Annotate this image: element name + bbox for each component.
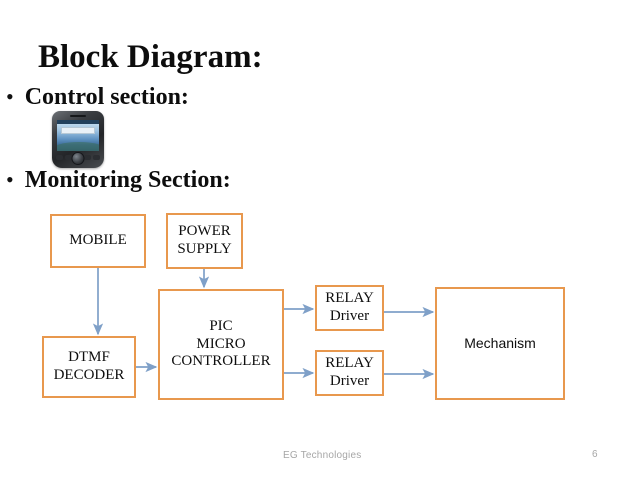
phone-wallpaper-hill (57, 142, 99, 151)
node-pic-line-1: MICRO (196, 335, 246, 352)
bullet-control-section-label: Control section: (24, 84, 189, 110)
node-relay-driver-1[interactable]: RELAY Driver (315, 285, 384, 331)
phone-trackball-icon (71, 152, 85, 165)
node-power-supply-line-1: SUPPLY (177, 241, 232, 257)
node-relay-1-line-0: RELAY (325, 290, 374, 307)
node-relay-driver-2[interactable]: RELAY Driver (315, 350, 384, 396)
node-dtmf-decoder[interactable]: DTMF DECODER (42, 336, 136, 398)
node-mechanism[interactable]: Mechanism (435, 287, 565, 400)
node-relay-2-line-0: RELAY (325, 355, 374, 372)
bullet-marker-icon: • (6, 84, 14, 109)
bullet-marker-icon: • (6, 167, 14, 192)
node-pic-microcontroller[interactable]: PIC MICRO CONTROLLER (158, 289, 284, 400)
phone-search-widget (61, 127, 95, 134)
node-power-supply-line-0: POWER (178, 223, 231, 240)
node-power-supply[interactable]: POWER SUPPLY (166, 213, 243, 269)
node-relay-1-line-1: Driver (329, 308, 370, 324)
phone-status-bar (57, 120, 99, 124)
node-relay-2-line-1: Driver (329, 373, 370, 389)
phone-screen (57, 120, 99, 151)
page-title: Block Diagram: (38, 39, 263, 75)
bullet-control-section: • Control section: (6, 84, 189, 110)
node-dtmf-line-0: DTMF (68, 349, 110, 366)
node-pic-line-0: PIC (209, 317, 233, 334)
mobile-phone-image (52, 111, 104, 168)
footer-label: EG Technologies (283, 450, 362, 461)
node-pic-line-2: CONTROLLER (171, 353, 271, 370)
phone-speaker-icon (70, 115, 86, 117)
node-mobile-line-0: MOBILE (69, 232, 127, 249)
bullet-monitoring-section-label: Monitoring Section: (24, 167, 231, 193)
phone-keypad (56, 152, 100, 165)
node-mobile[interactable]: MOBILE (50, 214, 146, 268)
node-mechanism-line-0: Mechanism (464, 335, 536, 352)
footer-page-number: 6 (592, 449, 598, 460)
bullet-monitoring-section: • Monitoring Section: (6, 167, 231, 193)
node-dtmf-line-1: DECODER (53, 367, 125, 383)
